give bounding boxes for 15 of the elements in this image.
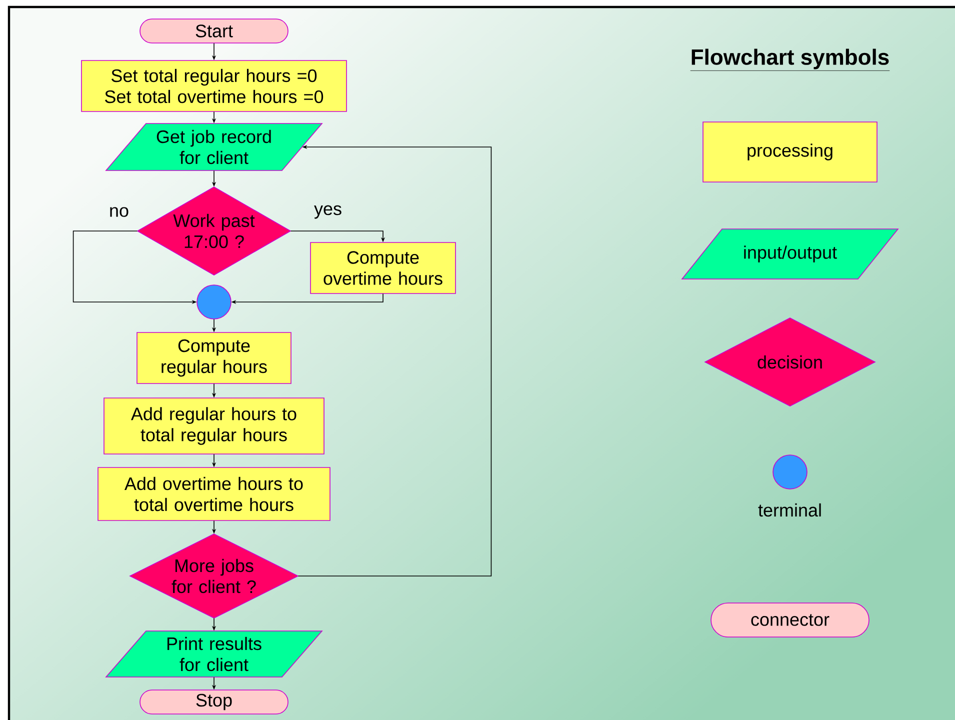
edge-label: yes: [314, 205, 342, 219]
terminal-pill: Start: [140, 18, 288, 44]
terminal-pill: connector: [710, 602, 870, 638]
process-box: processing: [702, 122, 878, 182]
connector-circle: [196, 284, 232, 320]
symbol-caption: terminal: [758, 503, 821, 517]
terminal-pill: Stop: [140, 690, 288, 714]
heading: Flowchart symbols: [690, 48, 890, 71]
edge-label: no: [110, 207, 128, 217]
connector-circle: [772, 454, 808, 490]
process-box: Compute regular hours: [136, 332, 292, 384]
process-box: Set total regular hours =0 Set total overtime hours =0: [81, 60, 347, 112]
process-box: Add overtime hours to total overtime hours: [98, 467, 330, 521]
process-box: Compute overtime hours: [310, 242, 456, 294]
process-box: Add regular hours to total regular hours: [104, 398, 324, 454]
